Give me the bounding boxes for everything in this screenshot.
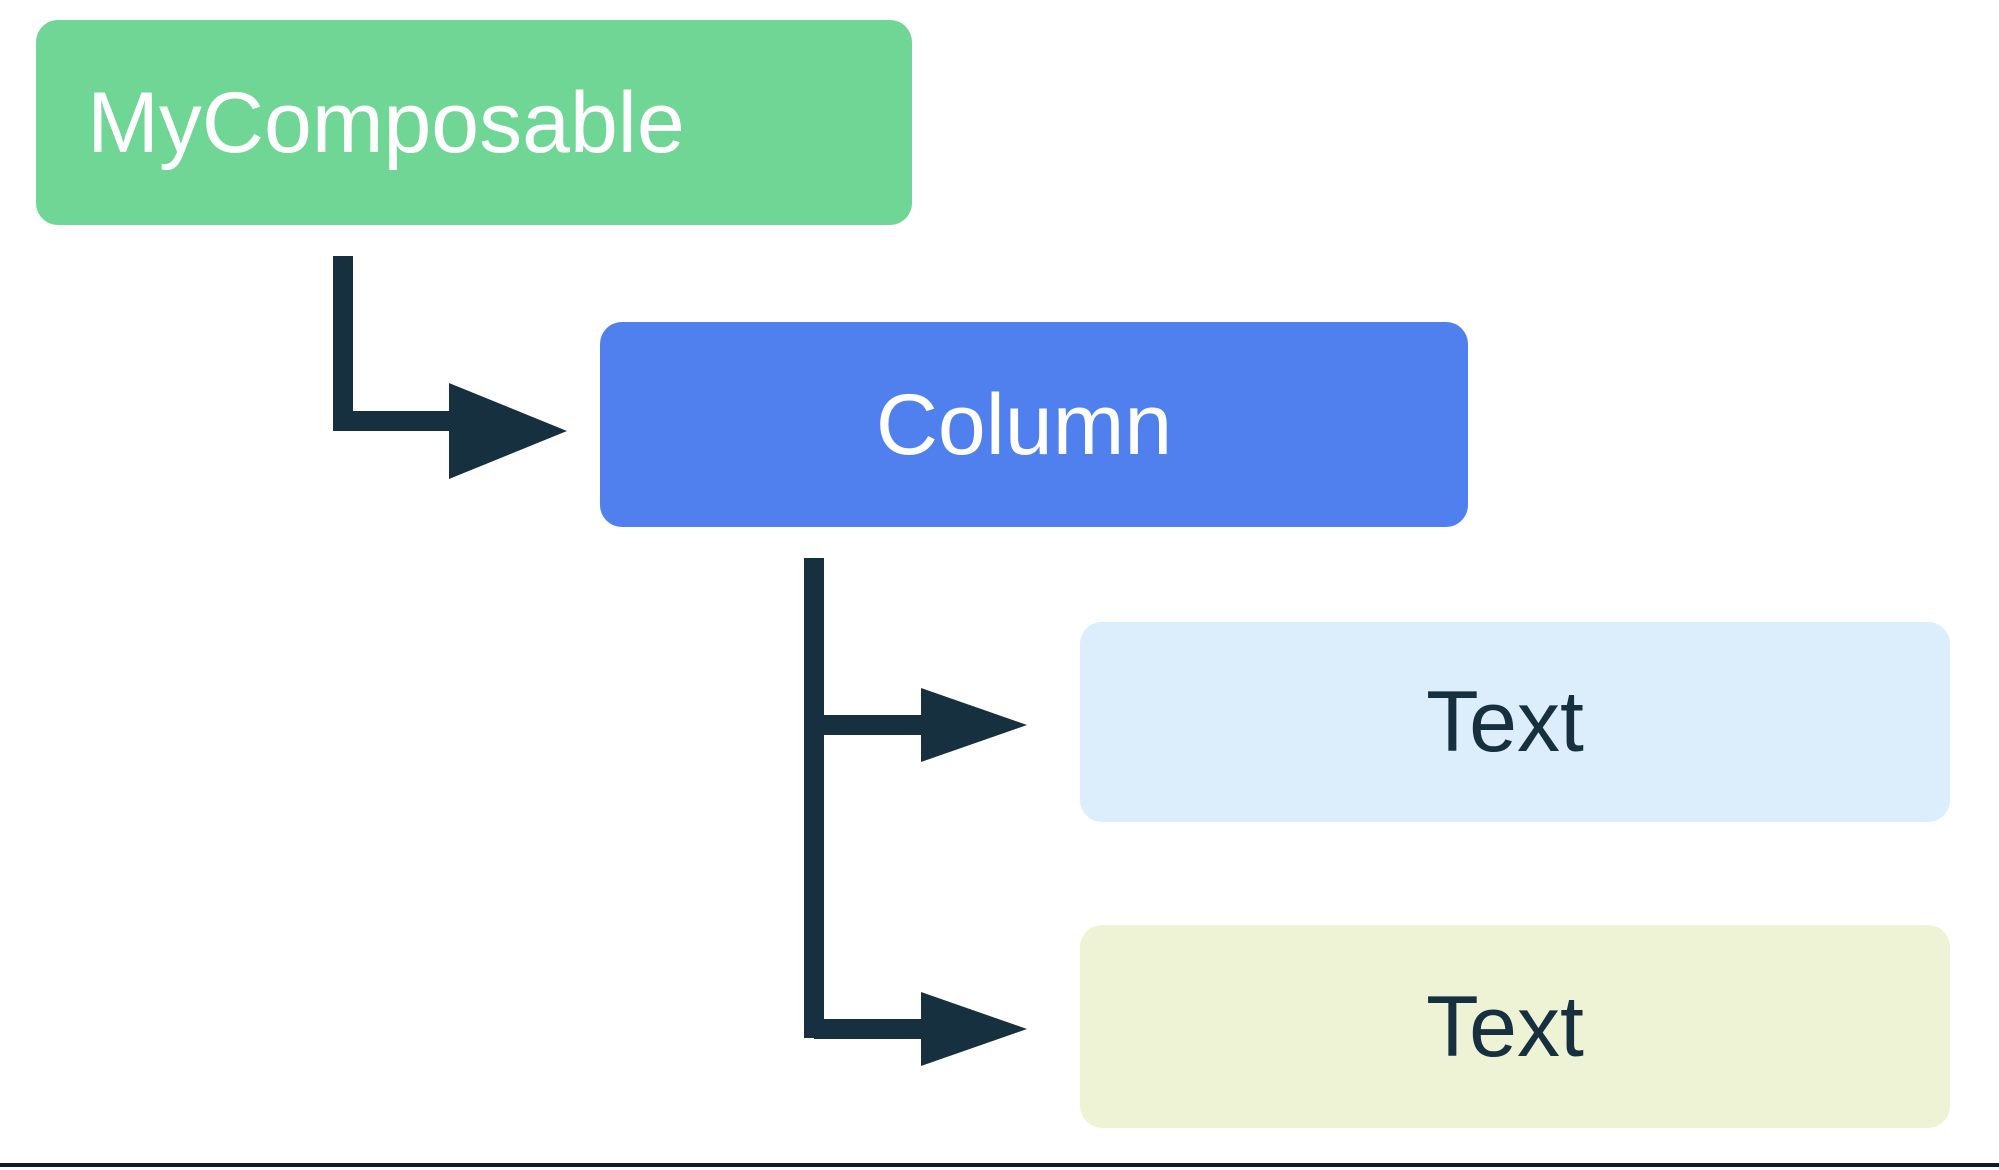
node-text-2-label: Text xyxy=(1426,978,1584,1075)
edge-column-text-2-arrowhead xyxy=(921,992,1027,1066)
edge-mycomposable-column xyxy=(333,256,567,479)
edge-mycomposable-column-line xyxy=(333,256,452,431)
node-text-1-label: Text xyxy=(1426,674,1584,770)
node-column-label: Column xyxy=(875,376,1173,473)
edge-column-text-2 xyxy=(814,992,1027,1066)
edge-column-text-1 xyxy=(814,688,1027,762)
node-text-2[interactable]: Text xyxy=(1080,925,1950,1128)
node-mycomposable[interactable]: MyComposable xyxy=(36,20,912,225)
node-mycomposable-label: MyComposable xyxy=(87,74,685,171)
edge-mycomposable-column-arrowhead xyxy=(449,383,567,479)
bottom-rule xyxy=(0,1163,1999,1167)
node-column[interactable]: Column xyxy=(600,322,1468,527)
edge-column-text-1-arrowhead xyxy=(921,688,1027,762)
node-text-1[interactable]: Text xyxy=(1080,622,1950,822)
